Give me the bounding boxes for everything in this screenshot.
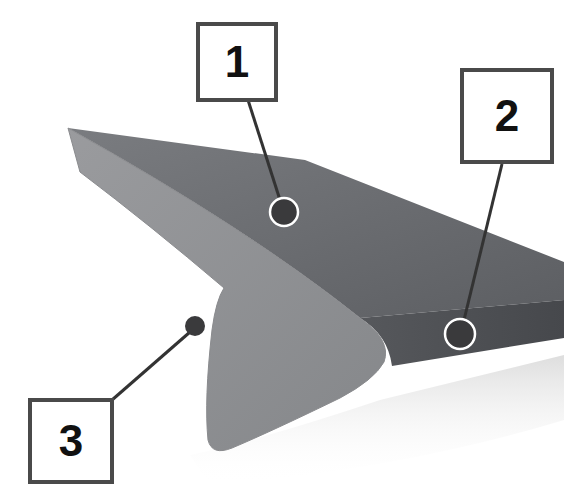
leader-line xyxy=(112,332,190,400)
side-face xyxy=(360,300,564,366)
leader-line xyxy=(248,100,280,200)
leader-line xyxy=(464,164,502,320)
callout-number: 2 xyxy=(495,94,519,138)
leader-dot xyxy=(185,316,205,336)
callout-box: 2 xyxy=(460,68,554,164)
leader-dot xyxy=(270,198,298,226)
callout-number: 1 xyxy=(225,40,249,84)
callout-number: 3 xyxy=(59,419,83,463)
callout-box: 3 xyxy=(28,398,114,484)
callout-box: 1 xyxy=(196,22,278,102)
leader-dot xyxy=(445,319,475,349)
cross-section xyxy=(68,128,386,451)
